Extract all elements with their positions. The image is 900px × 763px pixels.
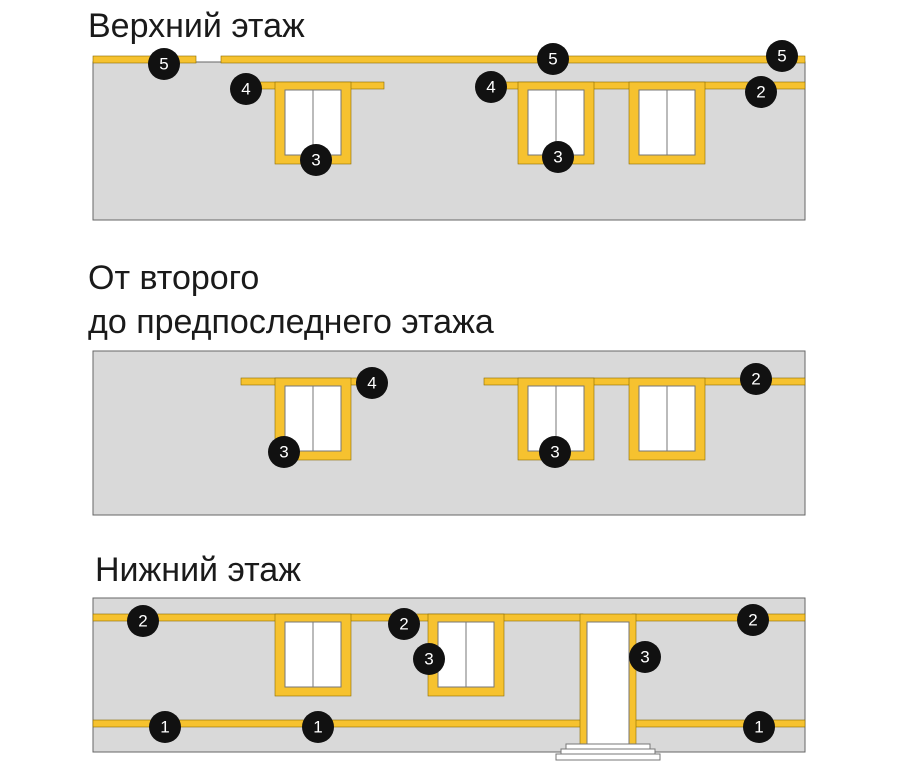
svg-text:3: 3 — [424, 650, 433, 669]
window-icon — [628, 81, 706, 165]
insulation-band — [92, 55, 197, 64]
window-icon — [274, 613, 352, 697]
svg-text:2: 2 — [748, 611, 757, 630]
top-floor-facade: 5 5 5 4 4 2 3 3 — [92, 40, 806, 221]
numbered-circle-icon: 1 — [743, 711, 775, 743]
svg-text:3: 3 — [279, 443, 288, 462]
numbered-circle-icon: 2 — [740, 363, 772, 395]
numbered-circle-icon: 2 — [745, 76, 777, 108]
svg-text:4: 4 — [367, 374, 376, 393]
numbered-circle-icon: 2 — [388, 608, 420, 640]
title-line: От второго — [88, 259, 260, 297]
numbered-circle-icon: 3 — [629, 641, 661, 673]
numbered-circle-icon: 4 — [230, 73, 262, 105]
svg-text:2: 2 — [399, 615, 408, 634]
numbered-circle-icon: 3 — [413, 643, 445, 675]
svg-text:1: 1 — [313, 718, 322, 737]
ground-floor-facade: 2 2 2 3 3 1 1 1 — [92, 597, 806, 761]
svg-text:1: 1 — [754, 718, 763, 737]
section-title-ground-floor: Нижний этаж — [95, 550, 301, 590]
svg-text:3: 3 — [640, 648, 649, 667]
window-icon — [628, 377, 706, 461]
numbered-circle-icon: 1 — [302, 711, 334, 743]
steps-icon — [555, 743, 661, 761]
svg-text:5: 5 — [777, 47, 786, 66]
numbered-circle-icon: 1 — [149, 711, 181, 743]
svg-text:2: 2 — [138, 612, 147, 631]
numbered-circle-icon: 5 — [148, 48, 180, 80]
section-title-middle-floors: От второго до предпоследнего этажа — [88, 256, 494, 344]
numbered-circle-icon: 2 — [737, 604, 769, 636]
svg-text:3: 3 — [550, 443, 559, 462]
svg-text:2: 2 — [751, 370, 760, 389]
svg-text:5: 5 — [159, 55, 168, 74]
door-icon — [579, 613, 637, 745]
numbered-circle-icon: 3 — [300, 144, 332, 176]
numbered-circle-icon: 3 — [542, 141, 574, 173]
svg-text:5: 5 — [548, 50, 557, 69]
window-icon — [274, 377, 352, 461]
svg-text:4: 4 — [486, 78, 495, 97]
numbered-circle-icon: 5 — [537, 43, 569, 75]
title-line: Нижний этаж — [95, 551, 301, 589]
svg-text:4: 4 — [241, 80, 250, 99]
title-line: Верхний этаж — [88, 7, 305, 45]
svg-text:3: 3 — [553, 148, 562, 167]
numbered-circle-icon: 3 — [268, 436, 300, 468]
middle-floors-facade: 4 2 3 3 — [92, 350, 806, 516]
insulation-band — [631, 719, 806, 728]
numbered-circle-icon: 4 — [356, 367, 388, 399]
numbered-circle-icon: 2 — [127, 605, 159, 637]
section-title-top-floor: Верхний этаж — [88, 6, 305, 46]
insulation-band — [631, 613, 806, 622]
numbered-circle-icon: 5 — [766, 40, 798, 72]
svg-text:1: 1 — [160, 718, 169, 737]
insulation-band — [220, 55, 806, 64]
numbered-circle-icon: 4 — [475, 71, 507, 103]
svg-text:3: 3 — [311, 151, 320, 170]
svg-text:2: 2 — [756, 83, 765, 102]
numbered-circle-icon: 3 — [539, 436, 571, 468]
title-line: до предпоследнего этажа — [88, 303, 494, 341]
